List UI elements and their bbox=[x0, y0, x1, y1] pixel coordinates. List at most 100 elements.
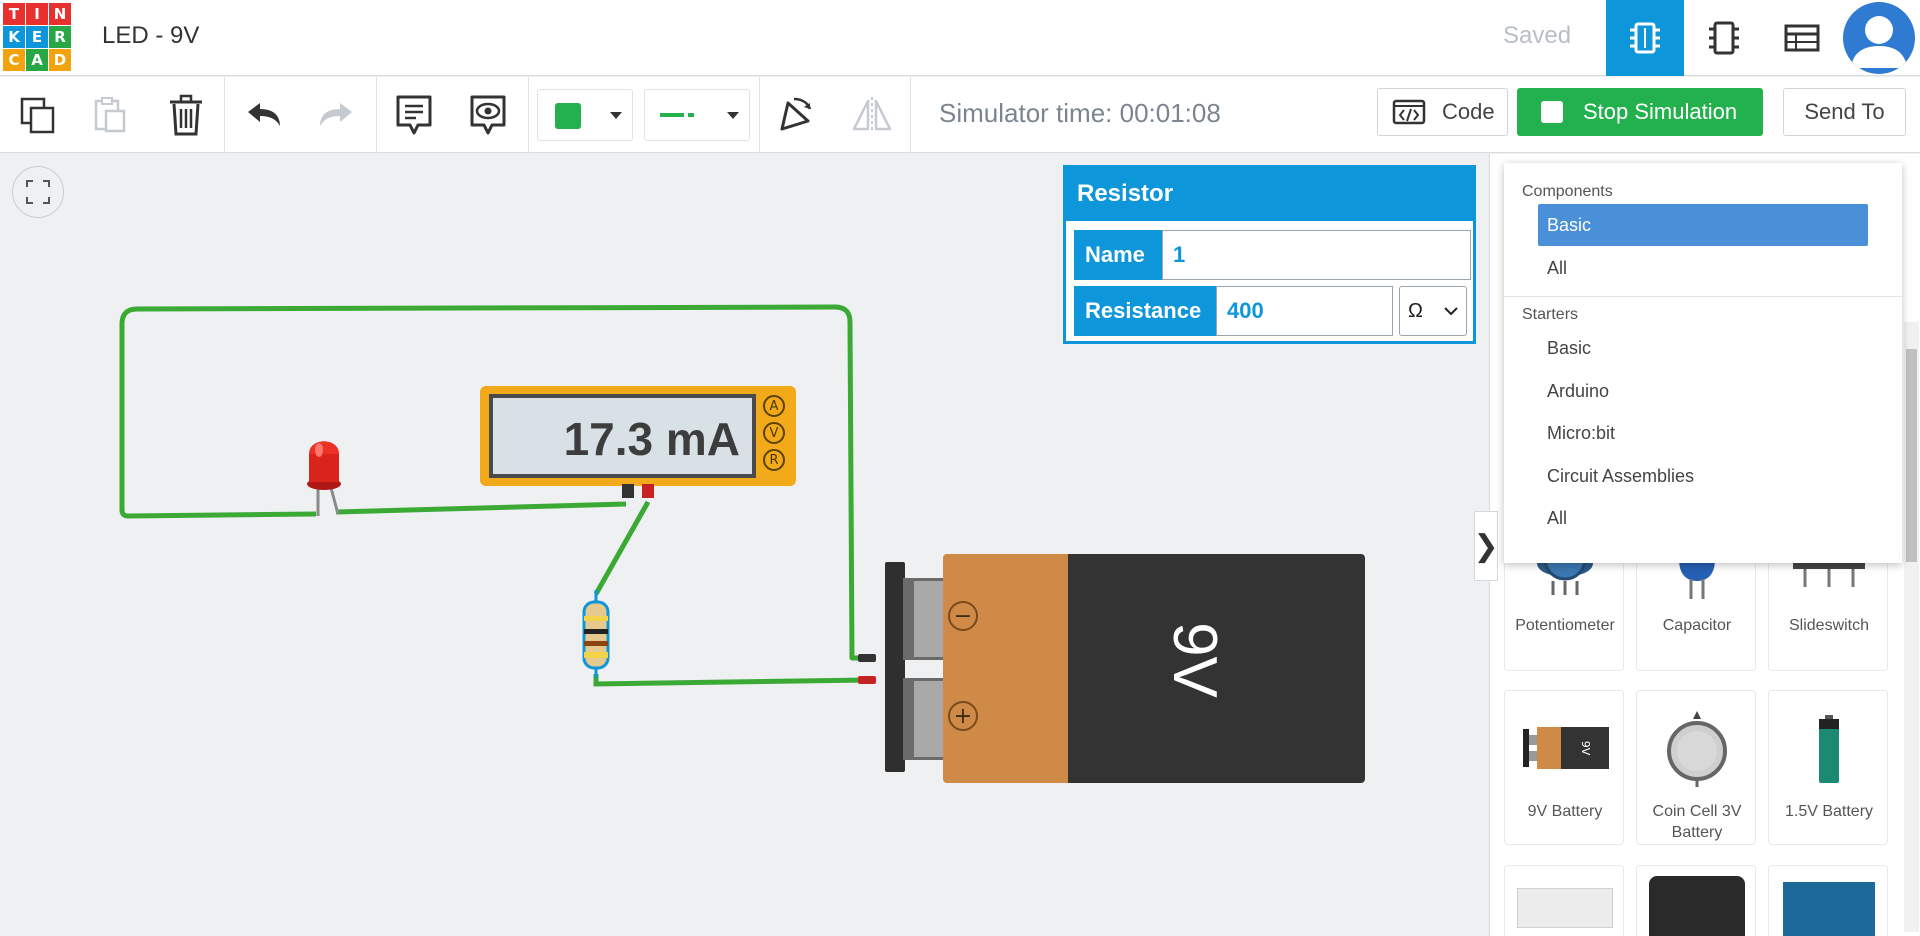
component-card-slideswitch[interactable]: Slideswitch bbox=[1768, 544, 1888, 671]
redo-button[interactable] bbox=[312, 91, 360, 139]
component-card-label: Capacitor bbox=[1662, 617, 1732, 634]
toolbar-divider bbox=[376, 77, 377, 153]
undo-button[interactable] bbox=[240, 91, 288, 139]
resistance-field[interactable]: 400 bbox=[1216, 286, 1393, 336]
simulator-time: Simulator time: 00:01:08 bbox=[939, 98, 1221, 128]
toolbar-divider bbox=[528, 77, 529, 153]
breadboard-icon bbox=[1517, 888, 1613, 928]
save-status: Saved bbox=[1503, 22, 1572, 49]
component-card-breadboard[interactable] bbox=[1504, 865, 1624, 936]
battery-aa-icon bbox=[1819, 715, 1839, 783]
chevron-down-icon bbox=[727, 112, 739, 119]
copy-button[interactable] bbox=[14, 91, 62, 139]
code-label: Code bbox=[1442, 99, 1495, 124]
multimeter-mode-ohmmeter[interactable]: R bbox=[763, 449, 785, 471]
flip-button[interactable] bbox=[848, 91, 896, 139]
schematic-view-button[interactable] bbox=[1685, 0, 1763, 76]
multimeter-component bbox=[480, 386, 796, 498]
rotate-icon bbox=[780, 97, 812, 131]
notes-visibility-button[interactable] bbox=[464, 91, 512, 139]
component-card-label: 9V Battery bbox=[1527, 803, 1603, 820]
component-card-label: 1.5V Battery bbox=[1784, 803, 1874, 820]
wire-type-dropdown[interactable] bbox=[644, 89, 750, 141]
stop-simulation-button[interactable]: Stop Simulation bbox=[1517, 88, 1763, 136]
coin-cell-icon bbox=[1667, 711, 1727, 787]
design-title[interactable]: LED - 9V bbox=[102, 22, 200, 49]
panel-collapse-toggle[interactable]: ❯ bbox=[1473, 511, 1499, 581]
led-component bbox=[307, 441, 341, 516]
paste-button[interactable] bbox=[86, 91, 134, 139]
name-label: Name bbox=[1074, 230, 1162, 280]
component-card-arduino[interactable] bbox=[1768, 865, 1888, 936]
component-card-1-5v-battery[interactable]: 1.5V Battery bbox=[1768, 690, 1888, 845]
logo-letter: D bbox=[49, 49, 71, 71]
toolbar-divider bbox=[910, 77, 911, 153]
dropdown-section-components: Components bbox=[1522, 183, 1613, 200]
arduino-icon bbox=[1783, 882, 1875, 936]
wire-meter-to-resistor bbox=[593, 500, 651, 596]
dropdown-option-components-basic[interactable]: Basic bbox=[1538, 204, 1868, 246]
logo-letter: I bbox=[26, 3, 48, 25]
dropdown-option-starters-basic[interactable]: Basic bbox=[1547, 337, 1592, 358]
flip-icon bbox=[852, 97, 892, 133]
wire-type-icon bbox=[660, 113, 694, 117]
circuit-view-button[interactable] bbox=[1606, 0, 1684, 76]
copy-icon bbox=[20, 97, 55, 134]
delete-button[interactable] bbox=[162, 91, 210, 139]
dropdown-option-components-all[interactable]: All bbox=[1547, 257, 1568, 278]
editor-toolbar: Simulator time: 00:01:08 Code Stop Simul… bbox=[0, 77, 1920, 153]
panel-scrollbar-thumb[interactable] bbox=[1906, 349, 1917, 562]
name-row: Name 1 bbox=[1074, 230, 1471, 280]
unit-value: Ω bbox=[1408, 299, 1423, 322]
logo-letter: K bbox=[3, 26, 25, 48]
dropdown-option-starters-microbit[interactable]: Micro:bit bbox=[1547, 422, 1616, 443]
circuit-view-icon bbox=[1630, 22, 1660, 54]
resistance-unit-select[interactable]: Ω bbox=[1399, 286, 1467, 336]
notes-button[interactable] bbox=[390, 91, 438, 139]
dropdown-option-starters-arduino[interactable]: Arduino bbox=[1547, 380, 1610, 401]
fit-view-icon bbox=[26, 180, 50, 204]
code-icon bbox=[1392, 99, 1426, 125]
component-card-label: Coin Cell 3V Battery bbox=[1652, 803, 1742, 841]
color-swatch bbox=[555, 103, 581, 129]
wire-resistor-to-battery bbox=[593, 674, 869, 687]
resistance-row: Resistance 400 bbox=[1074, 286, 1393, 336]
battery-9v-icon: 9V bbox=[1523, 727, 1609, 769]
component-card-coin-cell-battery[interactable]: Coin Cell 3V Battery bbox=[1636, 690, 1756, 845]
component-card-capacitor[interactable]: Capacitor bbox=[1636, 544, 1756, 671]
properties-inspector: Resistor Name 1 Resistance 400 Ω bbox=[1063, 165, 1476, 344]
send-to-button[interactable]: Send To bbox=[1783, 88, 1906, 136]
undo-icon bbox=[248, 103, 280, 126]
resistance-label: Resistance bbox=[1074, 286, 1216, 336]
battery-positive-terminal: + bbox=[948, 701, 978, 731]
trash-icon bbox=[170, 94, 202, 136]
tinkercad-logo[interactable]: T I N K E R C A D bbox=[3, 3, 71, 73]
component-card-potentiometer[interactable]: Potentiometer bbox=[1504, 544, 1624, 671]
logo-letter: R bbox=[49, 26, 71, 48]
circuit-canvas[interactable]: 17.3 mA A V R − + 9V bbox=[0, 154, 1488, 936]
rotate-button[interactable] bbox=[770, 91, 818, 139]
paste-icon bbox=[94, 97, 126, 133]
svg-text:9V: 9V bbox=[1579, 741, 1592, 756]
battery-negative-terminal: − bbox=[948, 601, 978, 631]
wire-led-to-meter bbox=[335, 501, 627, 515]
multimeter-mode-voltmeter[interactable]: V bbox=[763, 422, 785, 444]
zoom-to-fit-button[interactable] bbox=[12, 166, 64, 218]
name-field[interactable]: 1 bbox=[1162, 230, 1471, 280]
logo-letter: E bbox=[26, 26, 48, 48]
wire-color-dropdown[interactable] bbox=[537, 89, 633, 141]
component-card-microbit[interactable] bbox=[1636, 865, 1756, 936]
user-avatar[interactable] bbox=[1843, 2, 1915, 74]
logo-letter: A bbox=[26, 49, 48, 71]
logo-letter: C bbox=[3, 49, 25, 71]
code-button[interactable]: Code bbox=[1377, 88, 1508, 136]
dropdown-divider bbox=[1504, 296, 1902, 297]
component-list-button[interactable] bbox=[1763, 0, 1841, 76]
resistor-component bbox=[582, 590, 610, 678]
toolbar-divider bbox=[224, 77, 225, 153]
dropdown-option-starters-circuit-assemblies[interactable]: Circuit Assemblies bbox=[1547, 465, 1695, 486]
multimeter-mode-ammeter[interactable]: A bbox=[763, 395, 785, 417]
wire-loop bbox=[119, 304, 868, 661]
component-card-9v-battery[interactable]: 9V 9V Battery bbox=[1504, 690, 1624, 845]
dropdown-option-starters-all[interactable]: All bbox=[1547, 507, 1568, 528]
